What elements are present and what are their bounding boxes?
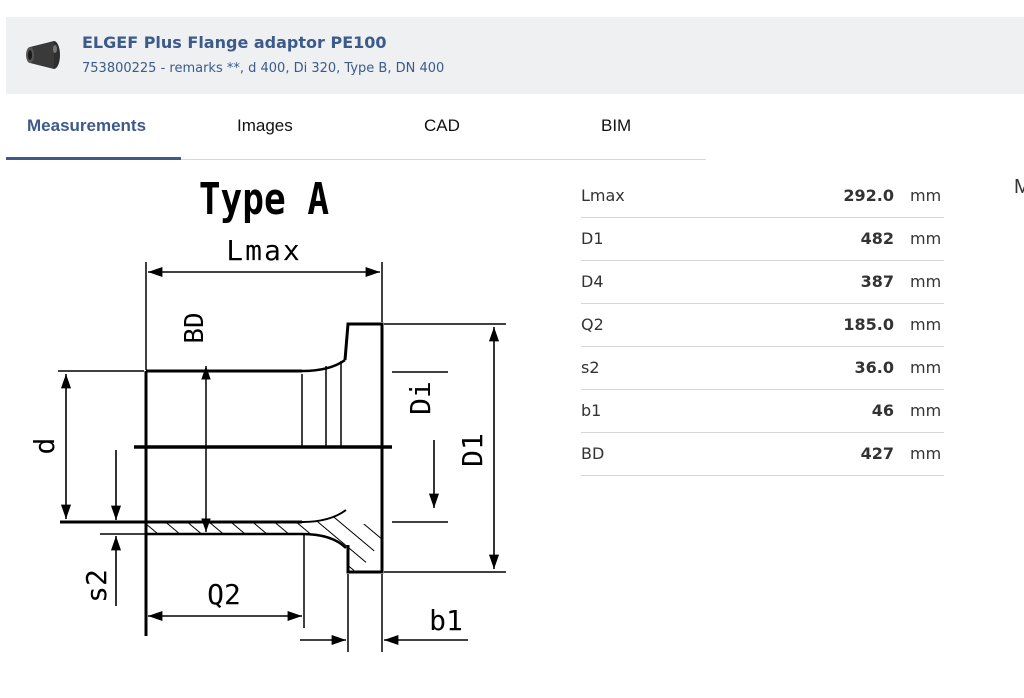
measurement-value: 36.0: [854, 358, 894, 377]
table-row: D1 482 mm: [581, 218, 944, 261]
label-d: d: [28, 438, 61, 455]
d-dimension: d: [28, 370, 144, 519]
di-dimension: Di: [392, 371, 448, 523]
measurement-value: 292.0: [843, 186, 894, 205]
label-di: Di: [404, 381, 437, 415]
s2-dimension: s2: [80, 450, 146, 606]
tab-cad[interactable]: CAD: [424, 116, 460, 135]
label-s2: s2: [80, 569, 113, 603]
measurement-name: BD: [581, 444, 605, 463]
measurement-value: 46: [871, 401, 894, 420]
table-row: Lmax 292.0 mm: [581, 175, 944, 218]
measurement-unit: mm: [910, 401, 942, 420]
table-row: Q2 185.0 mm: [581, 304, 944, 347]
table-row: BD 427 mm: [581, 433, 944, 476]
lmax-dimension: Lmax: [145, 234, 383, 370]
product-title: ELGEF Plus Flange adaptor PE100: [82, 33, 387, 52]
tab-images[interactable]: Images: [237, 116, 293, 135]
product-subtitle: 753800225 - remarks **, d 400, Di 320, T…: [82, 61, 445, 76]
tab-divider: [6, 159, 706, 160]
bd-dimension: BD: [180, 312, 211, 532]
measurement-value: 427: [860, 444, 894, 463]
measurement-unit: mm: [910, 358, 942, 377]
measurement-name: b1: [581, 401, 602, 420]
label-b1: b1: [429, 604, 463, 637]
measurement-unit: mm: [910, 186, 942, 205]
label-q2: Q2: [207, 578, 241, 611]
measurement-unit: mm: [910, 229, 942, 248]
measurement-unit: mm: [910, 444, 942, 463]
measurement-name: Q2: [581, 315, 604, 334]
measurement-unit: mm: [910, 272, 942, 291]
measurements-table: Lmax 292.0 mm D1 482 mm D4 387 mm Q2 185…: [581, 175, 944, 476]
table-row: D4 387 mm: [581, 261, 944, 304]
d1-dimension: D1: [384, 323, 506, 573]
measurement-value: 482: [860, 229, 894, 248]
measurement-name: D1: [581, 229, 604, 248]
flange-adaptor-icon: [26, 41, 60, 69]
technical-drawing: Type A Lmax BD d: [28, 175, 506, 652]
product-header: ELGEF Plus Flange adaptor PE100 75380022…: [6, 17, 1024, 94]
b1-dimension: b1: [300, 574, 468, 652]
measurement-value: 185.0: [843, 315, 894, 334]
q2-dimension: Q2: [148, 534, 305, 628]
tab-measurements[interactable]: Measurements: [27, 116, 147, 135]
table-row: s2 36.0 mm: [581, 347, 944, 390]
table-row: b1 46 mm: [581, 390, 944, 433]
cutoff-text: M: [1014, 176, 1024, 198]
active-tab-indicator: [6, 157, 181, 160]
label-bd: BD: [180, 312, 210, 343]
measurement-name: D4: [581, 272, 604, 291]
tab-bim[interactable]: BIM: [601, 116, 632, 135]
measurement-name: s2: [581, 358, 600, 377]
measurement-value: 387: [860, 272, 894, 291]
measurement-unit: mm: [910, 315, 942, 334]
label-lmax: Lmax: [226, 234, 301, 267]
label-d1: D1: [456, 433, 489, 467]
tab-bar: Measurements Images CAD BIM: [6, 94, 706, 160]
measurement-name: Lmax: [581, 186, 625, 205]
diagram-title: Type A: [199, 175, 329, 225]
